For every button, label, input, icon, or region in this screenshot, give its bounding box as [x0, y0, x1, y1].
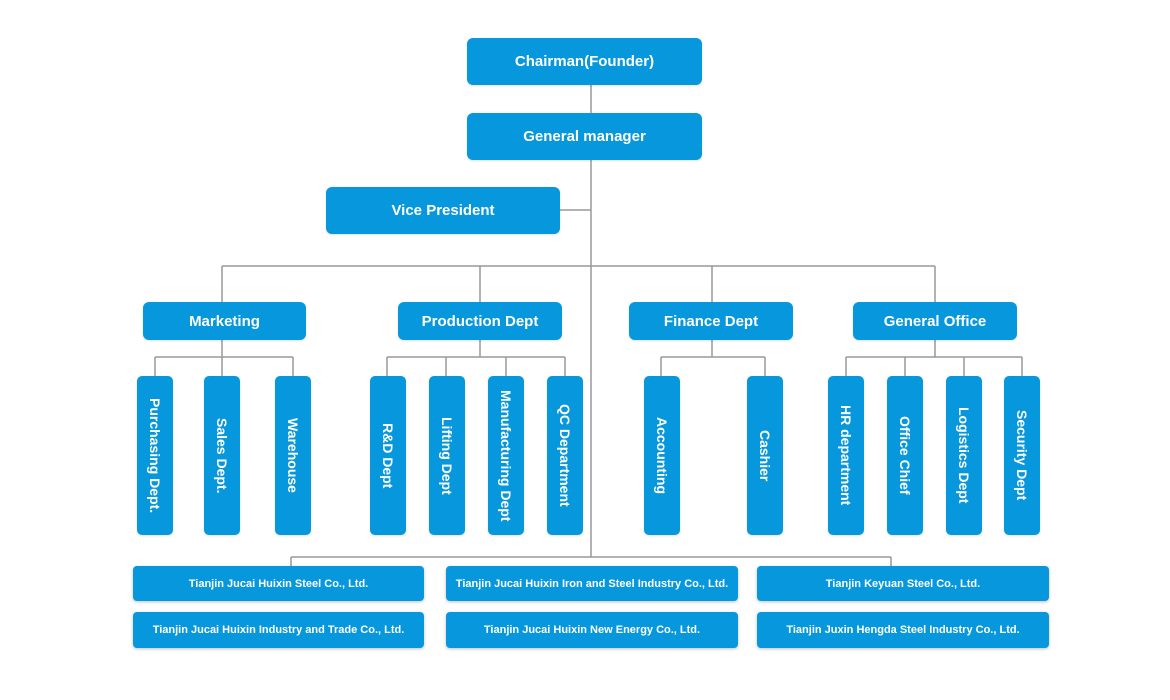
- company-node: Tianjin Jucai Huixin New Energy Co., Ltd…: [446, 612, 738, 648]
- lifting-dept-node: Lifting Dept: [429, 376, 465, 535]
- company-label: Tianjin Jucai Huixin Industry and Trade …: [152, 624, 405, 636]
- production-dept-node: Production Dept: [398, 302, 562, 340]
- qc-department-node: QC Department: [547, 376, 583, 535]
- company-label: Tianjin Jucai Huixin Iron and Steel Indu…: [455, 577, 729, 590]
- cashier-node: Cashier: [747, 376, 783, 535]
- chairman-node: Chairman(Founder): [467, 38, 702, 85]
- general-office-node: General Office: [853, 302, 1017, 340]
- marketing-node: Marketing: [143, 302, 306, 340]
- hr-department-label: HR department: [838, 405, 854, 506]
- warehouse-node: Warehouse: [275, 376, 311, 535]
- cashier-label: Cashier: [757, 429, 773, 482]
- company-label: Tianjin Jucai Huixin New Energy Co., Ltd…: [483, 624, 701, 636]
- hr-department-node: HR department: [828, 376, 864, 535]
- office-chief-label: Office Chief: [897, 416, 913, 495]
- chairman-label: Chairman(Founder): [514, 53, 655, 70]
- company-node: Tianjin Juxin Hengda Steel Industry Co.,…: [757, 612, 1049, 648]
- company-node: Tianjin Keyuan Steel Co., Ltd.: [757, 566, 1049, 601]
- lifting-dept-label: Lifting Dept: [439, 416, 455, 495]
- manufacturing-dept-node: Manufacturing Dept: [488, 376, 524, 535]
- rd-dept-label: R&D Dept: [380, 422, 396, 489]
- purchasing-dept-node: Purchasing Dept.: [137, 376, 173, 535]
- warehouse-label: Warehouse: [285, 418, 301, 493]
- company-node: Tianjin Jucai Huixin Iron and Steel Indu…: [446, 566, 738, 601]
- security-dept-node: Security Dept: [1004, 376, 1040, 535]
- company-node: Tianjin Jucai Huixin Steel Co., Ltd.: [133, 566, 424, 601]
- rd-dept-node: R&D Dept: [370, 376, 406, 535]
- sales-dept-label: Sales Dept.: [214, 417, 230, 494]
- accounting-label: Accounting: [654, 417, 670, 494]
- company-label: Tianjin Jucai Huixin Steel Co., Ltd.: [188, 577, 369, 590]
- logistics-dept-node: Logistics Dept: [946, 376, 982, 535]
- company-label: Tianjin Juxin Hengda Steel Industry Co.,…: [786, 624, 1020, 636]
- general-office-label: General Office: [883, 312, 987, 330]
- security-dept-label: Security Dept: [1014, 410, 1030, 501]
- accounting-node: Accounting: [644, 376, 680, 535]
- general-manager-label: General manager: [523, 128, 646, 145]
- manufacturing-dept-label: Manufacturing Dept: [498, 389, 514, 522]
- vice-president-label: Vice President: [391, 202, 495, 219]
- marketing-label: Marketing: [189, 312, 260, 330]
- production-dept-label: Production Dept: [421, 312, 539, 330]
- finance-dept-node: Finance Dept: [629, 302, 793, 340]
- vice-president-node: Vice President: [326, 187, 560, 234]
- purchasing-dept-label: Purchasing Dept.: [147, 397, 163, 514]
- sales-dept-node: Sales Dept.: [204, 376, 240, 535]
- company-label: Tianjin Keyuan Steel Co., Ltd.: [825, 577, 981, 590]
- office-chief-node: Office Chief: [887, 376, 923, 535]
- qc-department-label: QC Department: [557, 404, 573, 507]
- logistics-dept-label: Logistics Dept: [956, 407, 972, 504]
- company-node: Tianjin Jucai Huixin Industry and Trade …: [133, 612, 424, 648]
- finance-dept-label: Finance Dept: [663, 312, 759, 330]
- general-manager-node: General manager: [467, 113, 702, 160]
